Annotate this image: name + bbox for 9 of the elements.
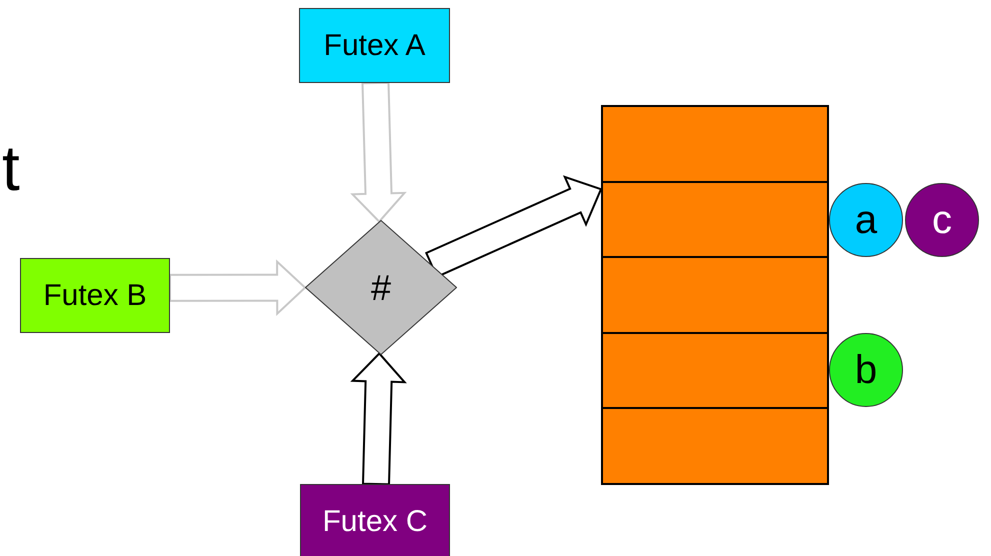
- node-label: #: [370, 270, 392, 306]
- process-box: Futex B: [20, 258, 170, 333]
- process-box: Futex A: [299, 8, 450, 83]
- block-arrow: [350, 352, 407, 486]
- process-box: Futex C: [300, 484, 450, 556]
- queue-table: [601, 105, 829, 485]
- block-arrow: [350, 82, 407, 224]
- block-arrow: [169, 259, 307, 316]
- slide-text-fragment: t: [2, 136, 20, 200]
